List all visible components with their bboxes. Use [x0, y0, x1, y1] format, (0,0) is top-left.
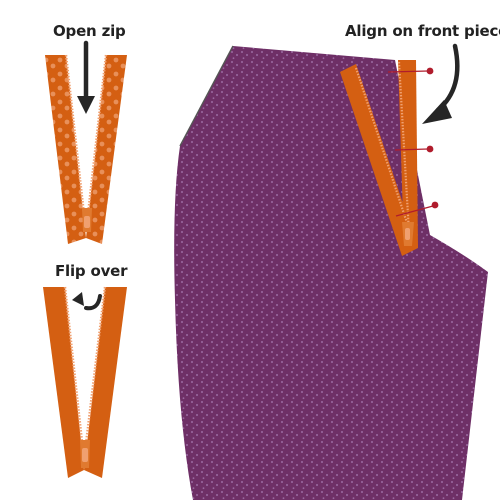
- pin-icon: [395, 201, 439, 217]
- open-zip-illustration: [45, 54, 127, 244]
- flip-over-label: Flip over: [55, 262, 128, 280]
- aligned-zip-illustration: [340, 60, 418, 256]
- pin-icon: [387, 67, 434, 75]
- curved-arrow-icon: [422, 43, 460, 124]
- curved-arrow-icon: [72, 292, 102, 311]
- pin-icon: [394, 145, 434, 153]
- open-zip-label: Open zip: [53, 22, 126, 40]
- align-front-label: Align on front piece: [345, 22, 500, 40]
- flip-over-illustration: [43, 286, 127, 478]
- arrow-down-icon: [77, 40, 95, 114]
